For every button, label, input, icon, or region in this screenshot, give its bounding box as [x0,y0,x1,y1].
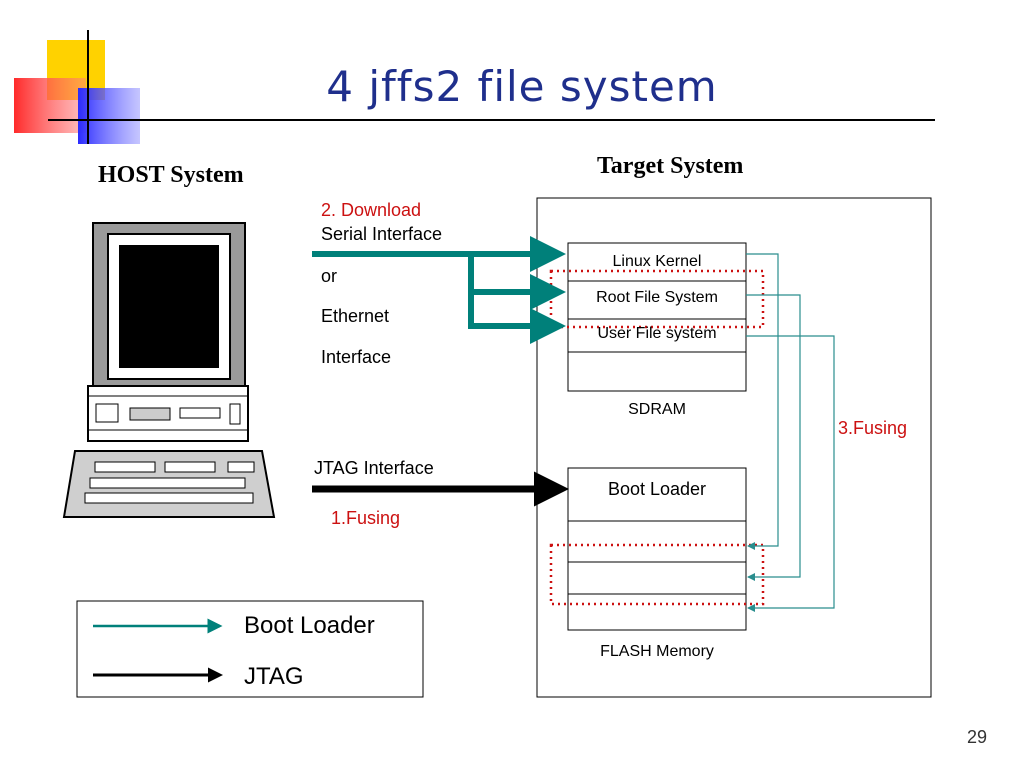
fusing1-label: 1.Fusing [331,508,401,528]
sdram-row-root-fs: Root File System [596,289,718,306]
flash-block [567,467,747,631]
download-label: 2. Download [321,200,422,220]
or-label: or [321,266,338,286]
legend-jtag-label: JTAG [244,663,304,690]
download-arrows [312,236,566,344]
sdram-row-linux-kernel: Linux Kernel [612,253,702,270]
flash-highlight [549,543,765,606]
page-title: 4 jffs2 file system [326,62,718,111]
sdram-highlight [549,269,765,329]
target-system-box [536,197,932,698]
flash-memory-label: FLASH Memory [600,643,714,660]
sdram-label: SDRAM [628,401,686,418]
host-system-label: HOST System [98,162,244,188]
serial-interface-label: Serial Interface [321,224,443,244]
target-system-label: Target System [597,153,744,179]
sdram-block [567,242,747,392]
page-number: 29 [967,727,988,747]
red-square [14,78,86,133]
fusing3-label: 3.Fusing [838,418,908,438]
interface-label: Interface [321,347,392,367]
ethernet-label: Ethernet [321,306,390,326]
jtag-interface-label: JTAG Interface [314,458,434,478]
legend-bootloader-label: Boot Loader [244,612,375,639]
sdram-row-user-fs: User File system [597,325,717,342]
legend-box [76,600,424,698]
flash-row-bootloader: Boot Loader [607,479,707,499]
fusing-lines [746,253,835,612]
